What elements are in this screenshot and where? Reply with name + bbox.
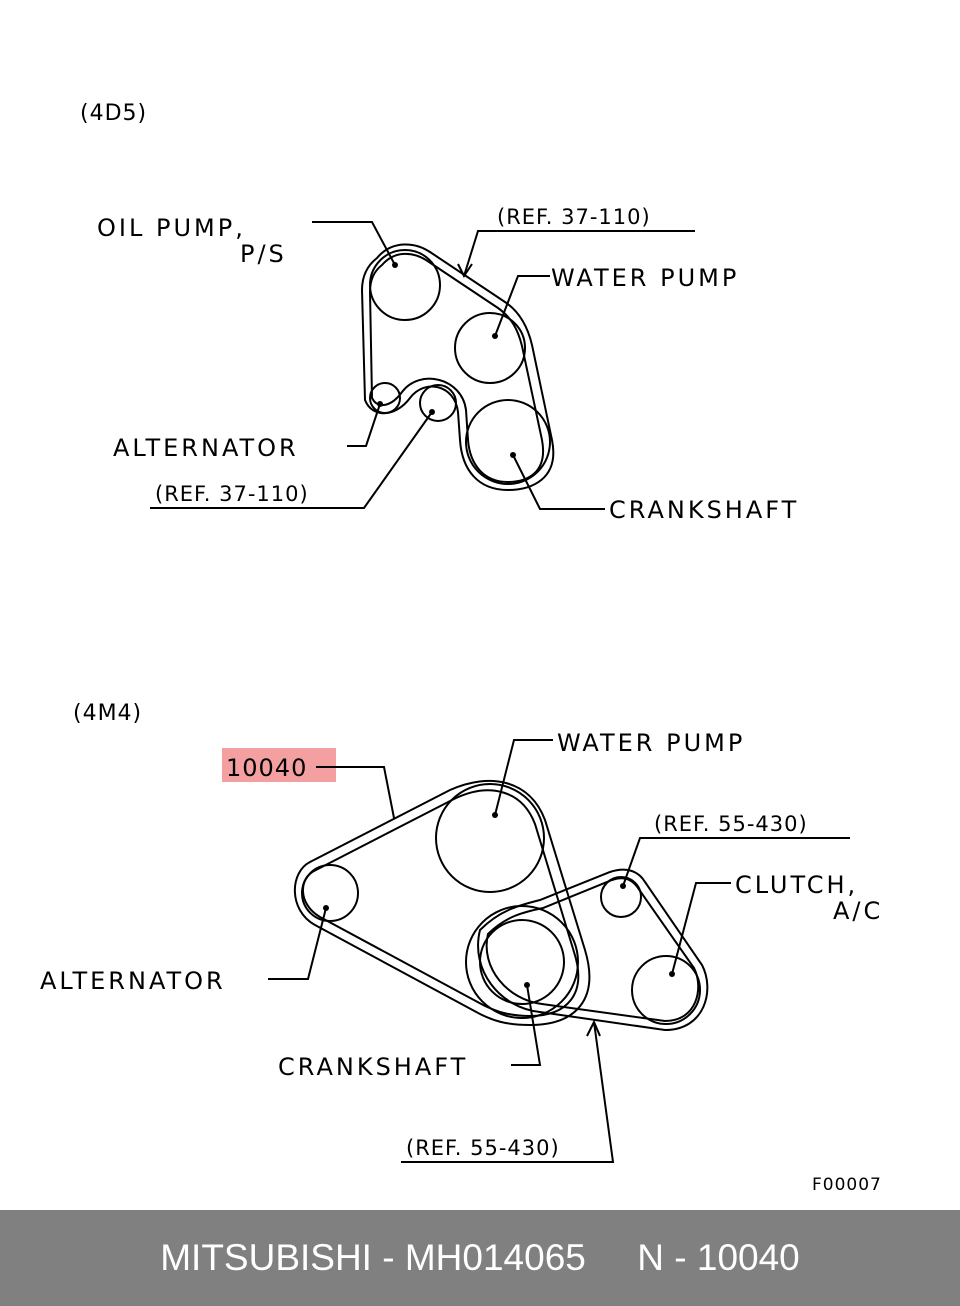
crankshaft-leader-4d5 xyxy=(512,454,605,510)
clutch-leader xyxy=(671,882,731,975)
footer-ref-number: N - 10040 xyxy=(637,1237,800,1278)
section-label-4d5: (4D5) xyxy=(80,101,147,126)
part-callout-highlight xyxy=(222,748,336,782)
tensioner-pulley-4d5 xyxy=(419,384,457,422)
alternator-pulley-4m4 xyxy=(301,864,359,922)
ref-bottom-leader-dot-4d5 xyxy=(429,409,435,415)
diagram-4d5: (4D5) OIL PUMP, P/S (REF. 37-110) WATER … xyxy=(80,101,799,524)
label-alternator-4m4: ALTERNATOR xyxy=(40,967,226,995)
belt-4m4-main-inner xyxy=(302,789,580,1018)
label-water-pump-4d5: WATER PUMP xyxy=(551,264,739,292)
footer-brand-part: MITSUBISHI - MH014065 xyxy=(160,1237,586,1278)
belt-4d5-outer xyxy=(360,243,555,492)
label-crankshaft-4d5: CRANKSHAFT xyxy=(609,496,799,524)
belt-4m4-ac-inner xyxy=(485,877,700,1023)
label-ref-top-4m4: (REF. 55-430) xyxy=(654,812,808,836)
oil-pump-leader-dot xyxy=(392,262,398,268)
crankshaft-pulley-4d5 xyxy=(465,399,551,485)
alternator-leader-dot-4m4 xyxy=(323,905,329,911)
oil-pump-pulley xyxy=(369,249,441,321)
label-ac: A/C xyxy=(833,897,883,925)
diagram-4m4: (4M4) 10040 WATER PUMP (REF. 55- xyxy=(40,701,883,1163)
section-label-4m4: (4M4) xyxy=(73,701,142,726)
water-pump-leader-dot-4m4 xyxy=(492,812,498,818)
label-ref-bottom-4m4: (REF. 55-430) xyxy=(406,1136,560,1160)
belt-4m4-main-outer xyxy=(293,779,591,1027)
label-ref-bottom-4d5: (REF. 37-110) xyxy=(155,482,309,506)
water-pump-pulley-4d5 xyxy=(454,312,526,384)
water-pump-leader-dot-4d5 xyxy=(492,333,498,339)
part-callout-number[interactable]: 10040 xyxy=(226,754,307,782)
ref-top-leader-4m4 xyxy=(622,837,850,887)
label-water-pump-4m4: WATER PUMP xyxy=(557,729,745,757)
label-ref-top-4d5: (REF. 37-110) xyxy=(497,205,651,229)
crankshaft-leader-dot-4m4 xyxy=(524,982,530,988)
alternator-leader-4d5 xyxy=(347,403,381,447)
ref-top-leader-4d5 xyxy=(463,230,695,277)
water-pump-pulley-4m4 xyxy=(435,783,545,893)
label-oil-pump: OIL PUMP, xyxy=(97,214,246,242)
belt-4d5-inner xyxy=(368,252,545,484)
belt-4m4-ac-outer xyxy=(477,868,709,1032)
tensioner-pulley-4m4 xyxy=(600,876,642,918)
ac-clutch-pulley xyxy=(631,955,701,1025)
ref-bottom-arrow-4m4 xyxy=(586,1019,601,1037)
alternator-pulley-4d5 xyxy=(369,382,401,414)
alternator-leader-dot-4d5 xyxy=(377,401,383,407)
label-alternator-4d5: ALTERNATOR xyxy=(113,434,299,462)
ref-bottom-leader-4m4 xyxy=(401,1021,615,1163)
ref-bottom-leader-4d5 xyxy=(150,411,433,509)
water-pump-leader-4d5 xyxy=(494,275,550,337)
crankshaft-pulley-inner xyxy=(479,919,565,1005)
label-clutch: CLUTCH, xyxy=(735,871,858,899)
alternator-leader-4m4 xyxy=(268,907,327,980)
footer-bar: MITSUBISHI - MH014065 N - 10040 xyxy=(0,1210,960,1306)
footer-gap xyxy=(586,1237,637,1279)
label-crankshaft-4m4: CRANKSHAFT xyxy=(278,1053,468,1081)
part-callout-leader xyxy=(316,766,395,819)
ref-top-arrow-4d5 xyxy=(457,263,473,278)
crankshaft-leader-dot-4d5 xyxy=(510,452,516,458)
belt-diagram: (4D5) OIL PUMP, P/S (REF. 37-110) WATER … xyxy=(40,101,883,1195)
clutch-leader-dot xyxy=(669,971,675,977)
crankshaft-pulley-outer xyxy=(465,905,579,1019)
water-pump-leader-4m4 xyxy=(494,739,553,816)
figure-code: F00007 xyxy=(812,1175,882,1195)
crankshaft-leader-4m4 xyxy=(511,984,542,1066)
ref-top-leader-dot-4m4 xyxy=(620,883,626,889)
oil-pump-leader xyxy=(312,221,396,266)
label-ps: P/S xyxy=(240,240,287,268)
